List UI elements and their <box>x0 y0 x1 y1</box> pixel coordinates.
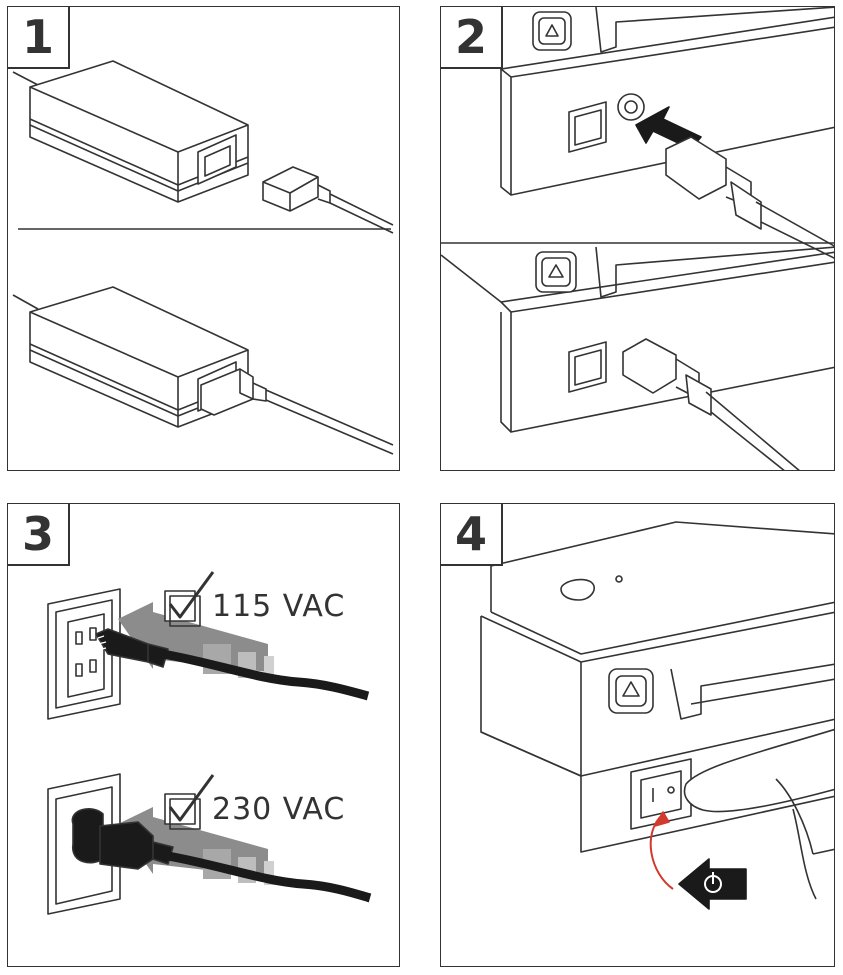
step-3-badge: 3 <box>8 504 70 566</box>
wall-outlet-illustration <box>8 504 400 967</box>
c13-plug-loose <box>263 167 393 233</box>
check-230-icon <box>165 775 213 829</box>
power-push-arrow <box>679 859 746 909</box>
step-4-badge: 4 <box>441 504 503 566</box>
power-switch-illustration <box>441 504 835 967</box>
step-2-badge: 2 <box>441 7 503 69</box>
voltage-115-label: 115 VAC <box>212 589 345 624</box>
printer-lower-view <box>441 247 835 471</box>
adapter-bottom <box>13 287 393 454</box>
step-1-badge: 1 <box>8 7 70 69</box>
step-2-panel: 2 <box>440 6 835 471</box>
check-115-icon <box>165 572 213 626</box>
step-4-panel: 4 <box>440 503 835 967</box>
power-adapter-illustration <box>8 7 400 471</box>
voltage-230-label: 230 VAC <box>212 792 345 827</box>
step-3-panel: 3 <box>7 503 400 967</box>
printer-dc-jack-illustration <box>441 7 835 471</box>
step-1-panel: 1 <box>7 6 400 471</box>
printer-upper-view <box>501 7 835 259</box>
adapter-top <box>13 61 248 202</box>
red-motion-arc <box>651 814 673 889</box>
